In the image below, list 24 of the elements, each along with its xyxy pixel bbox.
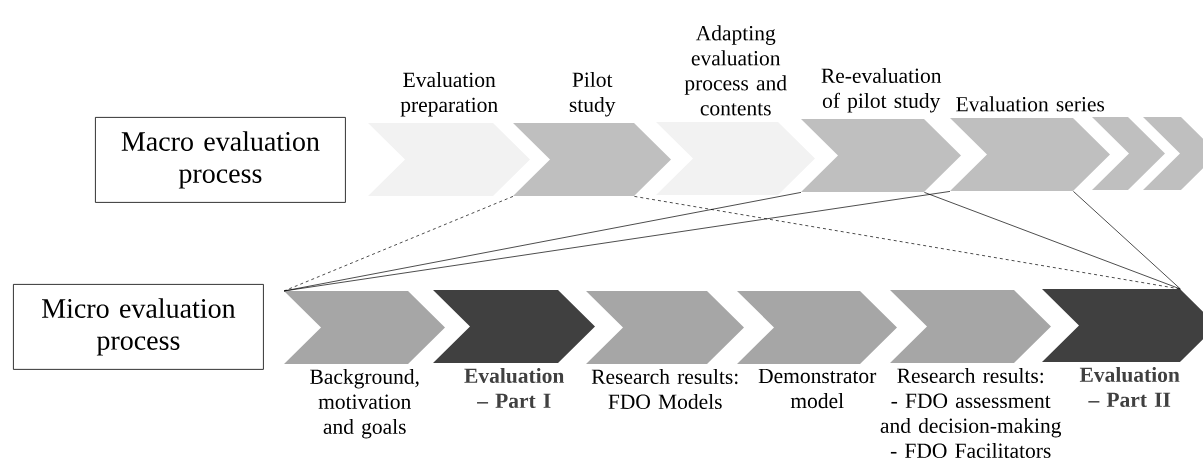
node-label: Evaluation – Part II	[1079, 366, 1180, 408]
node-label: Adapting evaluation process and contents	[684, 25, 787, 116]
label-box: Micro evaluation process	[13, 284, 264, 370]
connector-line	[1073, 191, 1181, 290]
process-step: Research results: - FDO assessment and decision-making - FDO Facilitators	[880, 290, 1062, 459]
process-step	[1092, 117, 1165, 190]
connector-line	[283, 191, 951, 292]
node-label: Demonstrator model	[758, 368, 877, 409]
node-label: Research results:	[897, 367, 1043, 384]
node-label: - FDO assessment and decision-making	[880, 393, 1062, 438]
label-box: Macro evaluation process	[95, 117, 346, 203]
process-step	[1143, 117, 1203, 190]
node-label: Evaluation series	[956, 96, 1105, 112]
process-step: Research results: FDO Models	[586, 291, 744, 410]
process-step: Evaluation series	[950, 96, 1110, 191]
node-label: Evaluation – Part I	[464, 367, 565, 409]
node-label: - FDO Facilitators	[890, 442, 1051, 459]
connector-line	[924, 192, 1181, 290]
node-label: Research results: FDO Models	[591, 368, 738, 410]
node-label: Pilot study	[569, 71, 616, 117]
node-label: Evaluation preparation	[400, 71, 498, 117]
process-step: Background, motivation and goals	[284, 291, 445, 439]
node-label: Background, motivation and goals	[310, 368, 419, 439]
node-label: Re-evaluation of pilot study	[821, 67, 942, 113]
